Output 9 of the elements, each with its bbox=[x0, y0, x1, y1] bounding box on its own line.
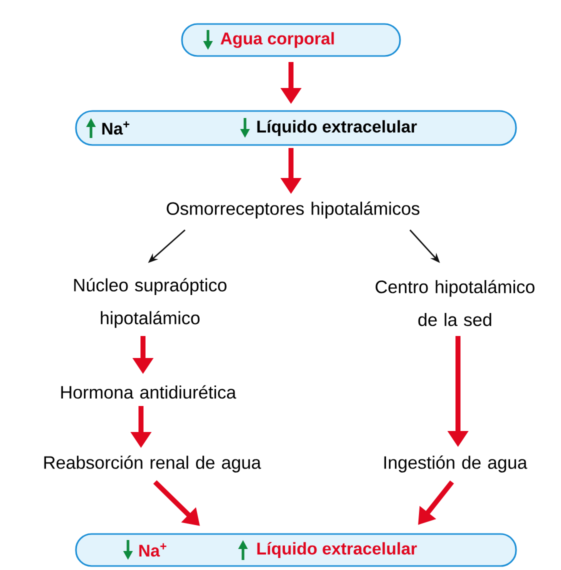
rounded-box: Agua corporal bbox=[181, 23, 401, 57]
node-text: Centro hipotalámico de la sed bbox=[376, 280, 534, 326]
node-text: Reabsorción renal de agua bbox=[44, 456, 262, 472]
node-text: Ingestión de agua bbox=[384, 456, 528, 472]
node-text: Hormona antidiurética bbox=[61, 385, 236, 399]
rounded-box: Na$^{+}$ Líquido extracelular bbox=[75, 110, 517, 146]
node-text: Osmorreceptores hipotalámicos bbox=[166, 202, 420, 218]
node-text: Núcleo supraóptico hipotalámico bbox=[74, 278, 226, 328]
rounded-box: Na$^{+}$ Líquido extracelular bbox=[75, 533, 517, 567]
